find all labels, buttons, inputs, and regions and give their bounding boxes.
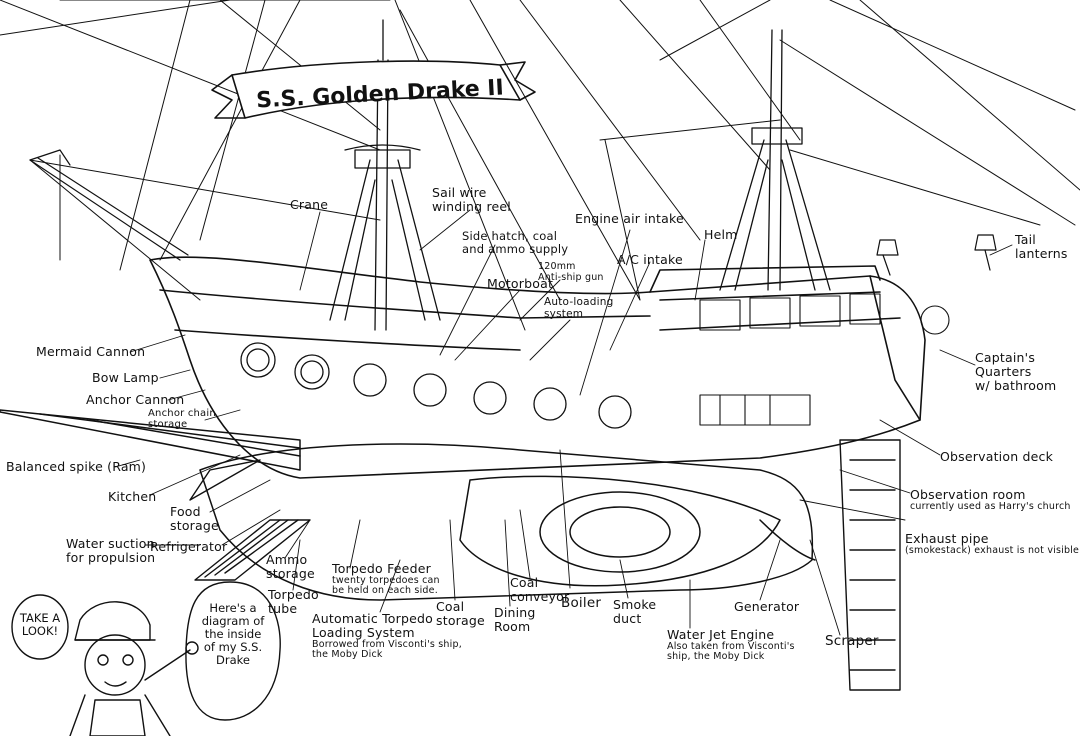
label-water-jet-engine: Water Jet Engine Also taken from Viscont… <box>667 628 795 663</box>
label-crane: Crane <box>290 197 329 212</box>
stern-castle <box>699 293 950 426</box>
label-helm: Helm <box>704 227 738 242</box>
title-banner <box>211 60 536 119</box>
label-auto-loading-system: Auto-loading system <box>544 296 614 320</box>
label-side-hatch: Side hatch, coal and ammo supply <box>462 229 569 256</box>
label-observation-deck: Observation deck <box>940 449 1054 464</box>
label-kitchen: Kitchen <box>108 489 157 504</box>
label-auto-torpedo-loading: Automatic Torpedo Loading System Borrowe… <box>312 612 462 661</box>
label-torpedo-feeder: Torpedo Feeder twenty torpedoes can be h… <box>332 562 440 597</box>
label-bow-lamp: Bow Lamp <box>92 370 159 385</box>
speech-bubbles <box>11 581 281 721</box>
auto-torpedo-title: Automatic Torpedo Loading System <box>312 611 433 640</box>
label-torpedo-tube: Torpedo tube <box>268 587 319 616</box>
label-engine-air-intake: Engine air intake <box>575 211 684 226</box>
label-captains-quarters: Captain's Quarters w/ bathroom <box>975 350 1057 393</box>
bowsprit <box>29 149 189 261</box>
water-jet-title: Water Jet Engine <box>667 627 775 642</box>
tail-lanterns <box>876 234 997 276</box>
label-coal-storage: Coal storage <box>436 599 485 628</box>
label-exhaust-pipe: Exhaust pipe (smokestack) exhaust is not… <box>905 532 1079 556</box>
water-jet-engine <box>199 443 816 601</box>
pirate-kid-character <box>69 601 199 736</box>
label-smoke-duct: Smoke duct <box>613 597 657 626</box>
torpedo-feeder-note: twenty torpedoes can be held on each sid… <box>332 575 440 597</box>
bubble-diagram-intro: Here's a diagram of the inside of my S.S… <box>201 601 265 667</box>
label-generator: Generator <box>734 599 800 614</box>
label-scraper: Scraper <box>825 633 879 649</box>
label-water-suction: Water suction for propulsion <box>66 536 156 565</box>
label-mermaid-cannon: Mermaid Cannon <box>36 344 146 359</box>
label-observation-room: Observation room currently used as Harry… <box>910 488 1071 512</box>
label-ammo-storage: Ammo storage <box>266 552 315 581</box>
label-dining-room: Dining Room <box>494 605 536 634</box>
observation-room-note: currently used as Harry's church <box>910 501 1071 512</box>
auto-torpedo-note: Borrowed from Visconti's ship, the Moby … <box>312 639 462 661</box>
label-sail-wire-reel: Sail wire winding reel <box>432 185 511 214</box>
main-mast <box>719 29 831 291</box>
label-refrigerator: Refrigerator <box>150 539 228 554</box>
observation-room-title: Observation room <box>910 487 1026 502</box>
exhaust-pipe-note: (smokestack) exhaust is not visible <box>905 545 1080 556</box>
exhaust-pipe-title: Exhaust pipe <box>905 531 989 546</box>
torpedo-feeder-title: Torpedo Feeder <box>332 561 431 576</box>
label-tail-lanterns: Tail lanterns <box>1015 232 1068 261</box>
fore-mast <box>329 19 441 331</box>
hull <box>149 256 926 479</box>
label-coal-conveyor: Coal conveyor <box>510 575 570 604</box>
label-ac-intake: A/C intake <box>617 252 683 267</box>
label-food-storage: Food storage <box>170 504 219 533</box>
bubble-take-a-look: TAKE A LOOK! <box>19 611 61 638</box>
label-boiler: Boiler <box>561 595 602 611</box>
rudder <box>839 439 901 691</box>
rigging-lines <box>0 0 1080 331</box>
leader-lines <box>114 209 1013 636</box>
label-motorboat: Motorboat <box>487 276 554 291</box>
label-anchor-cannon: Anchor Cannon <box>86 392 185 407</box>
label-balanced-spike: Balanced spike (Ram) <box>6 459 147 474</box>
label-anchor-chain-storage: Anchor chain storage <box>148 408 216 431</box>
label-anti-ship-gun: 120mm Anti-ship gun <box>538 261 604 283</box>
water-jet-note: Also taken from Visconti's ship, the Mob… <box>667 641 795 663</box>
portholes <box>240 342 632 429</box>
ram-spike <box>0 409 301 471</box>
